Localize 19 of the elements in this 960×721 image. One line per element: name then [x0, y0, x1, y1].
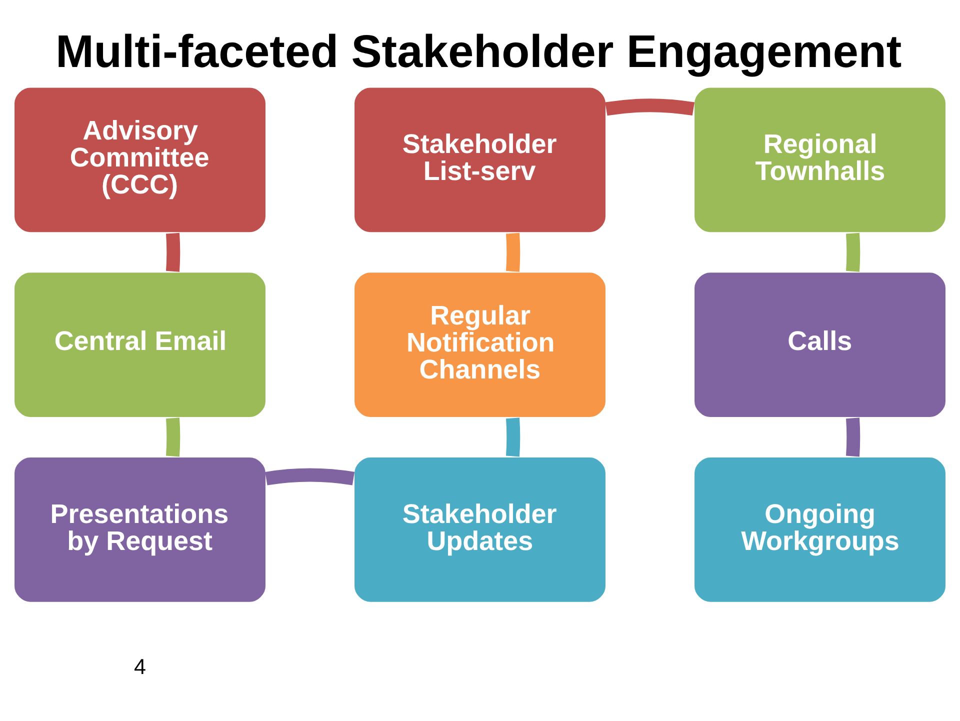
node-box: Regular Notification Channels: [353, 270, 607, 418]
node-box: Ongoing Workgroups: [693, 456, 947, 603]
connector: [605, 98, 694, 116]
connector: [166, 232, 180, 272]
label: 4: [134, 653, 146, 678]
connector: [846, 417, 860, 456]
connector: [166, 417, 180, 456]
node-box: Stakeholder List-serv: [353, 86, 607, 233]
connector: [506, 232, 520, 272]
connector: [506, 417, 520, 456]
node-box: Central Email: [13, 270, 267, 418]
node-box: Advisory Committee (CCC): [13, 86, 267, 233]
node-box: Regional Townhalls: [693, 86, 947, 233]
connector: [265, 468, 354, 485]
node-box: Stakeholder Updates: [353, 456, 607, 603]
node-box: Presentations by Request: [13, 456, 267, 603]
connector: [846, 232, 860, 272]
diagram-title: Multi-faceted Stakeholder Engagement: [56, 24, 902, 77]
node-box: Calls: [693, 270, 947, 418]
